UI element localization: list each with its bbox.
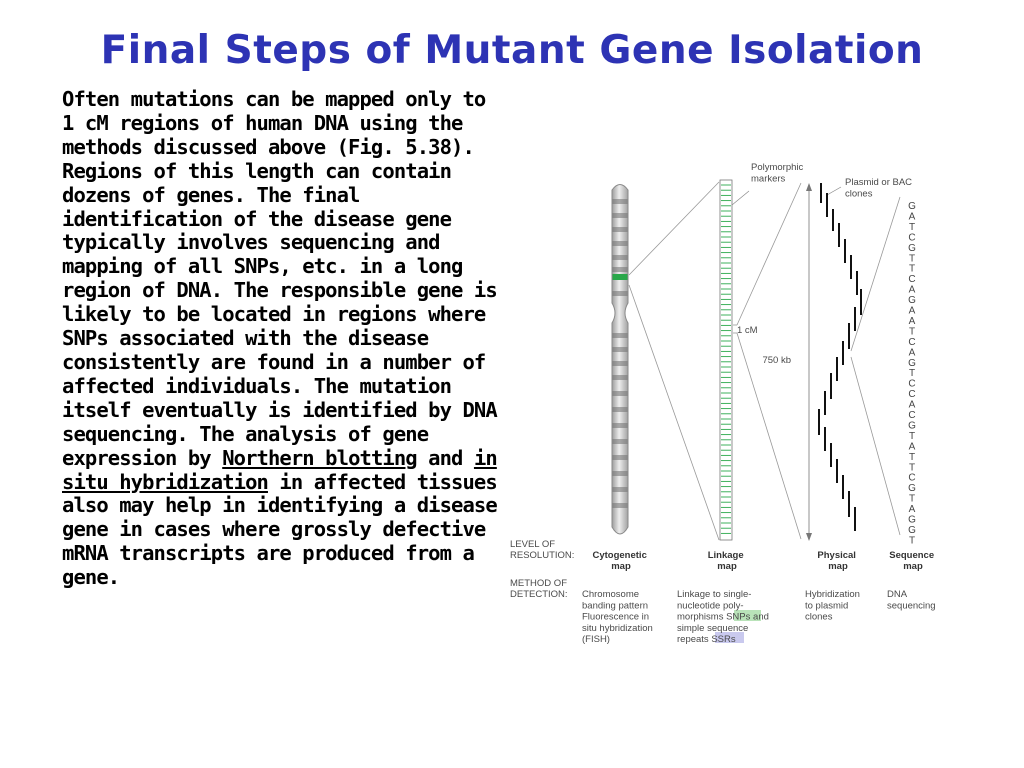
- zoom-line: [850, 196, 901, 352]
- kb-label: 750 kb: [762, 355, 791, 366]
- chromosome-band: [612, 291, 628, 296]
- sequence-letter: A: [909, 306, 916, 317]
- sequence-letter: G: [908, 295, 916, 306]
- sequence-method: DNA sequencing: [887, 589, 936, 611]
- highlighted-band: [612, 274, 628, 280]
- chromosome-band: [612, 241, 628, 246]
- chromosome-band: [612, 347, 628, 352]
- linkage-map: [719, 179, 733, 541]
- chromosome-band: [612, 361, 628, 366]
- plasmid-label: Plasmid or BAC clones: [845, 177, 915, 200]
- chromosome-band: [612, 199, 628, 204]
- chromosome-band: [612, 227, 628, 232]
- sequence-letter: C: [908, 379, 915, 390]
- chromosome-bands: [612, 199, 628, 508]
- sequence-letter: G: [908, 420, 916, 431]
- sequence-letter: C: [908, 274, 915, 285]
- chromosome-band: [612, 503, 628, 508]
- chromosome-band: [612, 375, 628, 380]
- body-text-part2: in affected tissues also may help in ide…: [62, 469, 498, 590]
- sequence-letter: A: [909, 285, 916, 296]
- chromosome-band: [612, 439, 628, 444]
- physical-map-clones: [818, 183, 862, 531]
- zoom-line: [628, 181, 720, 276]
- resolution-label: LEVEL OF RESOLUTION:: [510, 539, 574, 561]
- sequence-letter: T: [909, 264, 915, 275]
- pointer-line: [826, 186, 842, 196]
- chromosome-band: [612, 407, 628, 412]
- sequence-letter: T: [909, 494, 915, 505]
- zoom-line: [736, 182, 802, 326]
- cytogenetic-method: Chromosome banding pattern Fluorescence …: [582, 589, 655, 645]
- sequence-letter: G: [908, 525, 916, 536]
- chromosome-band: [612, 255, 628, 260]
- chromosome-band: [612, 213, 628, 218]
- sequence-letter: A: [909, 316, 916, 327]
- sequence-letter: T: [909, 462, 915, 473]
- sequence-letter: A: [909, 441, 916, 452]
- chromosome-band: [612, 391, 628, 396]
- sequence-letter: C: [908, 232, 915, 243]
- zoom-line: [628, 284, 720, 541]
- sequence-letter: G: [908, 515, 916, 526]
- sequence-letter: A: [909, 347, 916, 358]
- one-cm-label: 1 cM: [737, 325, 758, 336]
- sequence-letter: C: [908, 473, 915, 484]
- sequence-letter: T: [909, 535, 915, 546]
- cytogenetic-map-label: Cytogenetic map: [592, 550, 649, 572]
- chromosome-band: [612, 487, 628, 492]
- sequence-letter: T: [909, 368, 915, 379]
- chromosome-band: [612, 267, 628, 272]
- sequence-letter: A: [909, 504, 916, 515]
- sequence-letter: T: [909, 253, 915, 264]
- chromosome: [611, 184, 629, 535]
- physical-method: Hybridization to plasmid clones: [805, 589, 863, 623]
- sequence-letter: G: [908, 201, 916, 212]
- sequence-letter: T: [909, 452, 915, 463]
- page-title: Final Steps of Mutant Gene Isolation: [100, 28, 924, 73]
- zoom-line: [736, 332, 802, 540]
- northern-blotting-link[interactable]: Northern blotting: [222, 445, 417, 470]
- linkage-markers: [721, 184, 731, 534]
- sequence-letter: A: [909, 211, 916, 222]
- sequence-letter: T: [909, 222, 915, 233]
- body-paragraph: Often mutations can be mapped only to 1 …: [62, 87, 502, 590]
- zoom-line: [850, 356, 901, 536]
- chromosome-band: [612, 423, 628, 428]
- sequence-letter: C: [908, 337, 915, 348]
- body-text-mid: and: [416, 445, 474, 470]
- sequence-letter: G: [908, 358, 916, 369]
- sequence-letter: A: [909, 400, 916, 411]
- chromosome-band: [612, 471, 628, 476]
- linkage-method: Linkage to single- nucleotide poly- morp…: [677, 589, 772, 645]
- snp-highlight: [734, 610, 761, 621]
- sequence-letter: G: [908, 483, 916, 494]
- polymorphic-markers-label: Polymorphic markers: [751, 162, 806, 185]
- linkage-map-label: Linkage map: [708, 550, 747, 572]
- physical-map-label: Physical map: [817, 550, 858, 572]
- chromosome-band: [612, 333, 628, 338]
- ssr-highlight: [715, 632, 744, 643]
- chromosome-band: [612, 455, 628, 460]
- sequence-letter: G: [908, 243, 916, 254]
- in-situ-hybridization-link[interactable]: in situ hybridization: [62, 445, 498, 494]
- sequence-letter: T: [909, 431, 915, 442]
- detection-label: METHOD OF DETECTION:: [510, 578, 570, 600]
- sequence-letter: C: [908, 410, 915, 421]
- sequence-letter: C: [908, 389, 915, 400]
- sequence-letter: T: [909, 326, 915, 337]
- sequence-map-label: Sequence map: [889, 550, 937, 572]
- pointer-line: [731, 190, 750, 206]
- body-text-part1: Often mutations can be mapped only to 1 …: [62, 87, 498, 470]
